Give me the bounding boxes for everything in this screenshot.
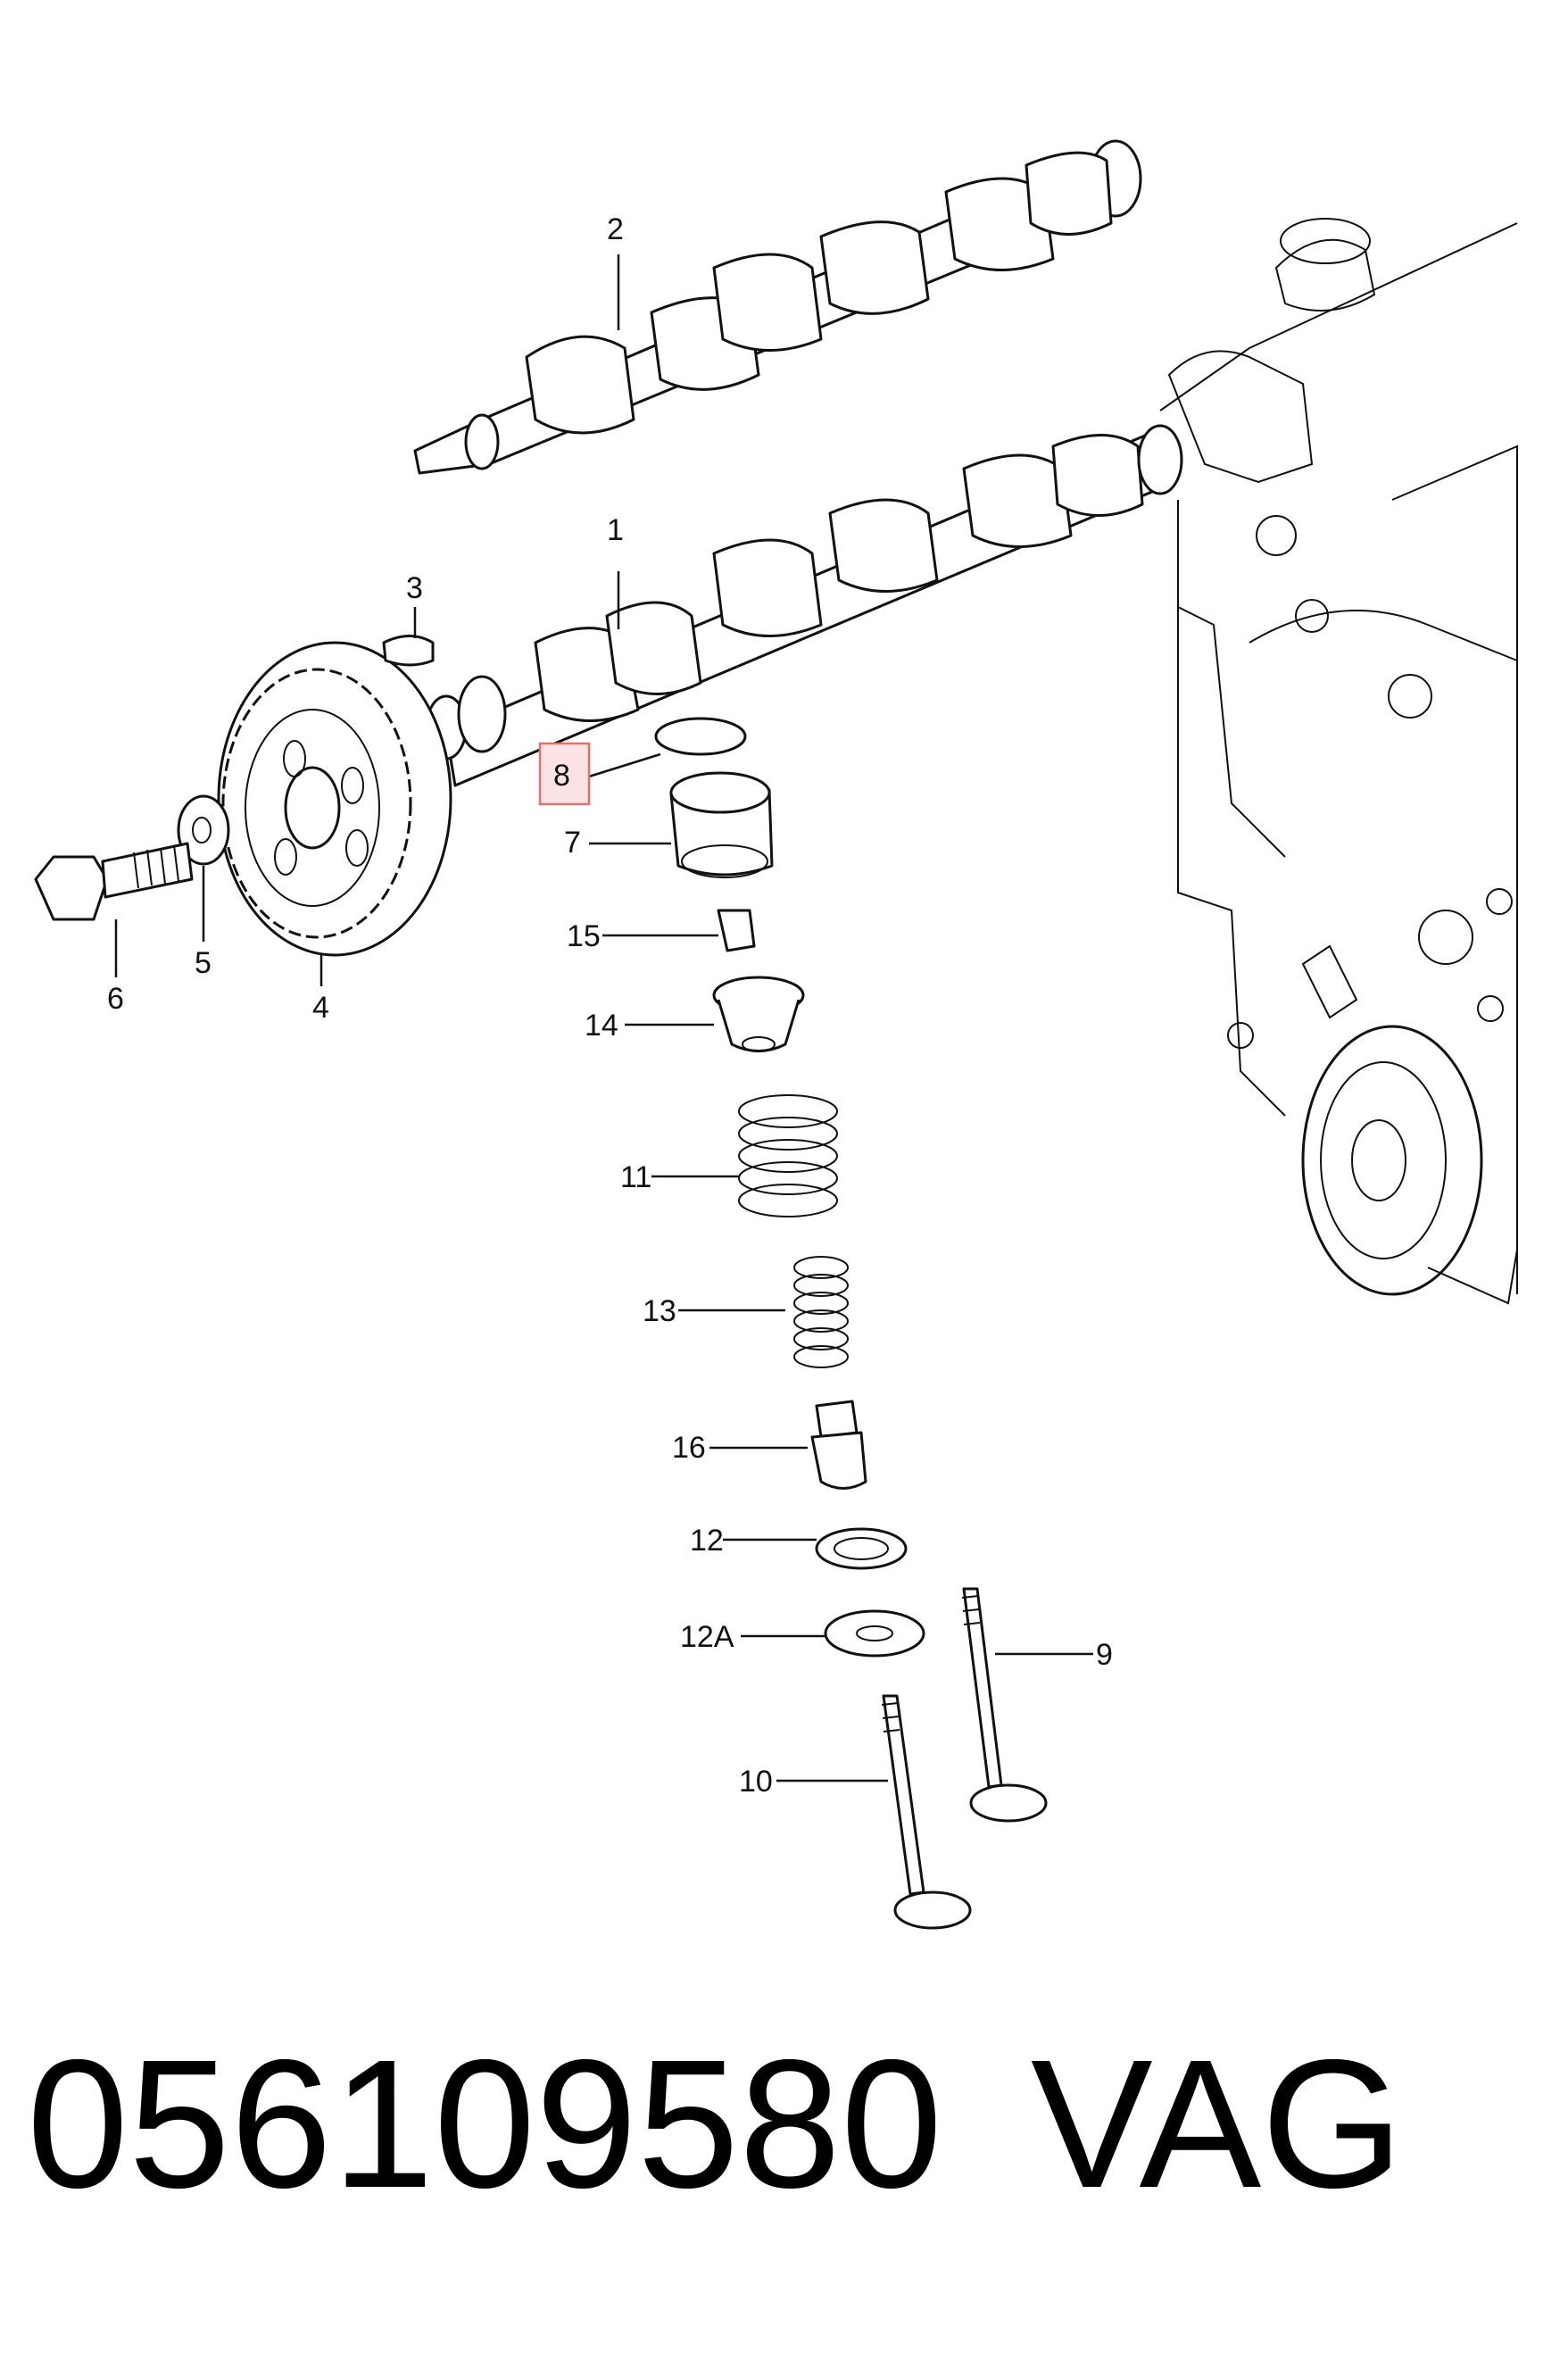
callout-2: 2	[607, 212, 624, 246]
outer-valve-spring	[738, 1094, 838, 1217]
bolt	[34, 842, 194, 921]
callout-3: 3	[406, 571, 423, 605]
camshaft-lower	[425, 424, 1183, 787]
callout-14: 14	[585, 1009, 618, 1043]
woodruff-key	[382, 635, 435, 667]
footer: 056109580 VAG	[27, 2026, 1544, 2223]
callout-15: 15	[567, 919, 601, 953]
exploded-parts-diagram: 2 1 3 4 5 6 7 8 15 14 11 13 16 12 12A 9 …	[34, 139, 1518, 1930]
callout-labels: 2 1 3 4 5 6 7 8 15 14 11 13 16 12 12A 9 …	[107, 212, 1113, 1799]
callout-7: 7	[564, 826, 581, 860]
callout-1: 1	[607, 513, 624, 547]
sprocket	[217, 641, 452, 957]
callout-8: 8	[553, 759, 570, 793]
callout-16: 16	[672, 1431, 706, 1465]
spring-retainer	[712, 976, 805, 1052]
callout-6: 6	[107, 982, 124, 1016]
inner-valve-spring	[793, 1256, 849, 1368]
adjusting-shim	[654, 717, 747, 756]
callout-8-highlight	[538, 742, 591, 806]
exhaust-valve	[881, 1694, 972, 1930]
washer	[177, 794, 230, 866]
callout-11: 11	[620, 1160, 651, 1194]
part-number: 056109580	[27, 2022, 943, 2226]
intake-valve	[961, 1587, 1048, 1823]
callout-9: 9	[1096, 1638, 1113, 1672]
valve-cotter	[717, 909, 756, 952]
engine-block	[1159, 218, 1518, 1305]
callout-12a: 12A	[680, 1620, 734, 1654]
callout-10: 10	[739, 1765, 773, 1799]
valve-stem-seal	[810, 1400, 867, 1490]
callout-5: 5	[195, 946, 212, 980]
lower-spring-seat	[815, 1527, 908, 1570]
brand-name: VAG	[1031, 2022, 1404, 2226]
spring-seat-washer	[824, 1609, 925, 1658]
bucket-tappet	[669, 771, 774, 878]
leader-lines	[114, 254, 1093, 1782]
callout-12: 12	[690, 1524, 724, 1558]
camshaft-upper	[413, 139, 1142, 475]
callout-4: 4	[312, 991, 329, 1025]
callout-13: 13	[643, 1294, 676, 1328]
